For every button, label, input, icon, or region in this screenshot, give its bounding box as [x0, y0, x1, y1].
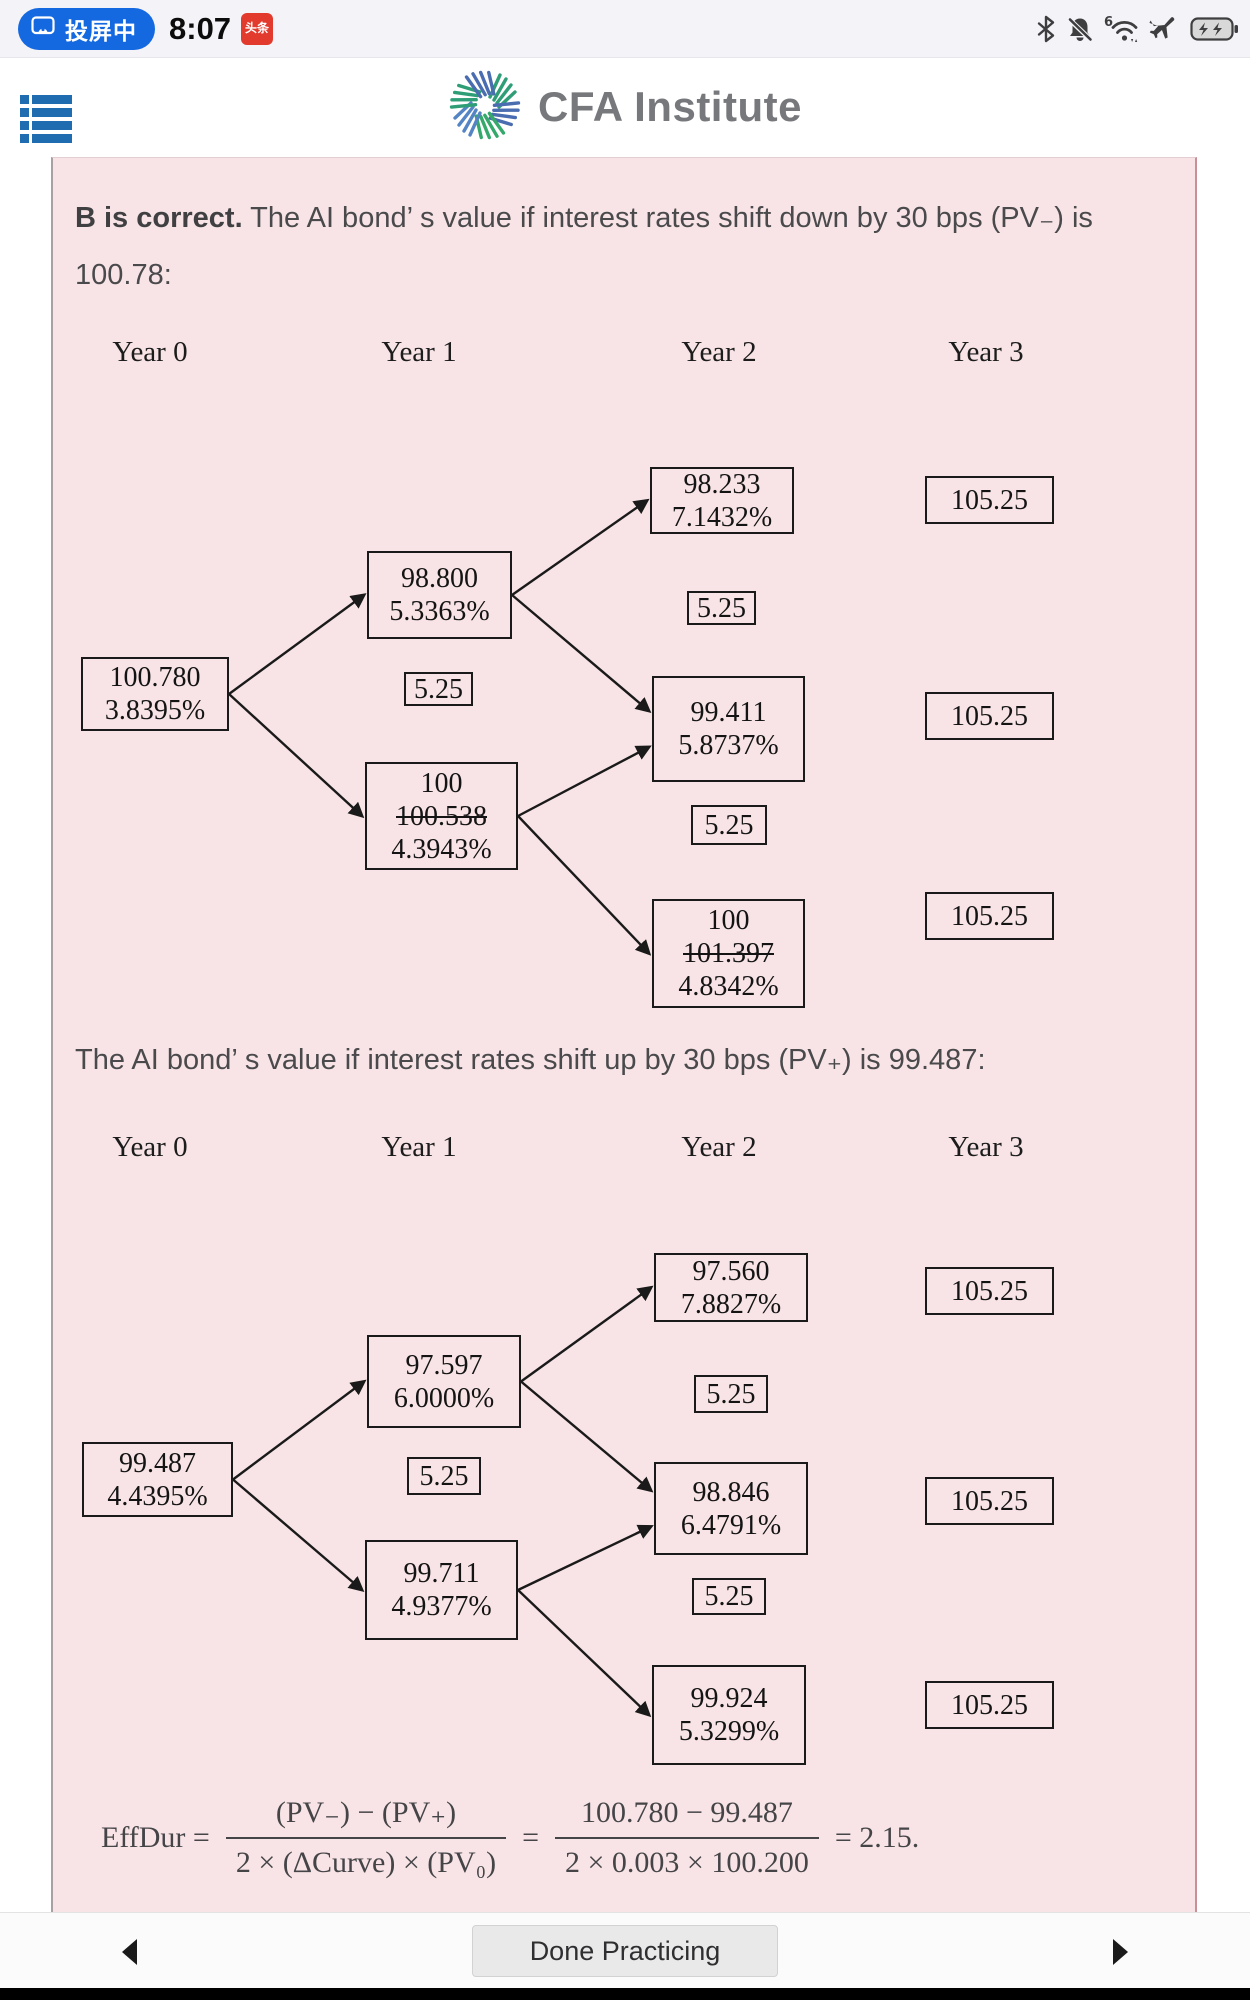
tree-node-c2a: 5.25 [687, 591, 756, 625]
logo-text: CFA Institute [538, 83, 802, 130]
formula-numerator-numeric: 100.780 − 99.487 [554, 1796, 819, 1839]
year-label-3: Year 3 [948, 336, 1024, 368]
menu-icon[interactable] [20, 95, 72, 143]
previous-arrow-icon[interactable] [122, 1939, 137, 1965]
year-label-0: Year 0 [112, 336, 188, 368]
notifications-off-icon [1065, 14, 1095, 44]
svg-text:6: 6 [1104, 15, 1113, 30]
screen-mirroring-pill[interactable]: 投屏中 [18, 7, 155, 50]
year-label-0: Year 0 [112, 1131, 188, 1163]
formula-lhs: EffDur = [101, 1820, 210, 1854]
screen-mirroring-label: 投屏中 [65, 17, 137, 44]
year-label-2: Year 2 [681, 336, 757, 368]
tree-node-m3b: 105.25 [925, 692, 1054, 740]
cfa-logo: CFA Institute [0, 59, 1250, 155]
done-practicing-button[interactable]: Done Practicing [472, 1925, 778, 1977]
answer-correct-label: B is correct. [75, 202, 243, 234]
status-icons: 6 [1036, 0, 1240, 58]
screen-mirroring-icon [30, 13, 56, 44]
app-header: CFA Institute [0, 59, 1250, 155]
explanation-paragraph-1: B is correct. The AI bond’ s value if in… [75, 190, 1155, 304]
formula-numerator-symbolic: (PV₋) − (PV₊) [225, 1795, 507, 1839]
formula-result: = 2.15. [834, 1820, 920, 1854]
formula-fraction-symbolic: (PV₋) − (PV₊) 2 × (ΔCurve) × (PV₀) [225, 1795, 507, 1880]
clock-time: 8:07 [169, 10, 232, 46]
tree-node-c2b: 5.25 [692, 1578, 766, 1615]
tree-node-m3c: 105.25 [925, 892, 1054, 940]
tree-node-m3a: 105.25 [925, 1267, 1054, 1315]
year-label-1: Year 1 [381, 1131, 457, 1163]
tree-node-m3a: 105.25 [925, 476, 1054, 524]
formula-denominator-numeric: 2 × 0.003 × 100.200 [564, 1845, 809, 1879]
next-arrow-icon[interactable] [1113, 1939, 1128, 1965]
formula-denominator-symbolic: 2 × (ΔCurve) × (PV₀) [235, 1846, 497, 1879]
year-label-3: Year 3 [948, 1131, 1024, 1163]
bluetooth-icon [1036, 14, 1056, 44]
answer-explanation-panel: B is correct. The AI bond’ s value if in… [51, 157, 1197, 1912]
tree-node-c2b: 5.25 [691, 805, 767, 845]
tree-node-c1: 5.25 [404, 672, 473, 706]
airplane-mode-icon [1149, 14, 1181, 44]
battery-charging-icon [1190, 14, 1240, 44]
wifi-6-icon: 6 [1104, 14, 1140, 44]
status-bar: 投屏中 8:07 头条 6 [0, 0, 1250, 58]
tree-node-m3c: 105.25 [925, 1681, 1054, 1729]
formula-equals: = [522, 1820, 539, 1854]
footer-bar: Done Practicing [0, 1912, 1250, 1988]
home-indicator-bar [0, 1988, 1250, 2000]
explanation-text-1: The AI bond’ s value if interest rates s… [75, 202, 1093, 291]
effective-duration-formula: EffDur = (PV₋) − (PV₊) 2 × (ΔCurve) × (P… [101, 1795, 1195, 1880]
tree-node-c1: 5.25 [407, 1457, 481, 1495]
year-label-1: Year 1 [381, 336, 457, 368]
tree-node-m3b: 105.25 [925, 1477, 1054, 1525]
cfa-pinwheel-icon [448, 68, 522, 147]
year-label-2: Year 2 [681, 1131, 757, 1163]
news-app-badge-icon: 头条 [241, 12, 274, 45]
formula-fraction-numeric: 100.780 − 99.487 2 × 0.003 × 100.200 [554, 1796, 819, 1880]
explanation-paragraph-2: The AI bond’ s value if interest rates s… [75, 1044, 986, 1076]
tree-node-c2a: 5.25 [694, 1375, 768, 1413]
